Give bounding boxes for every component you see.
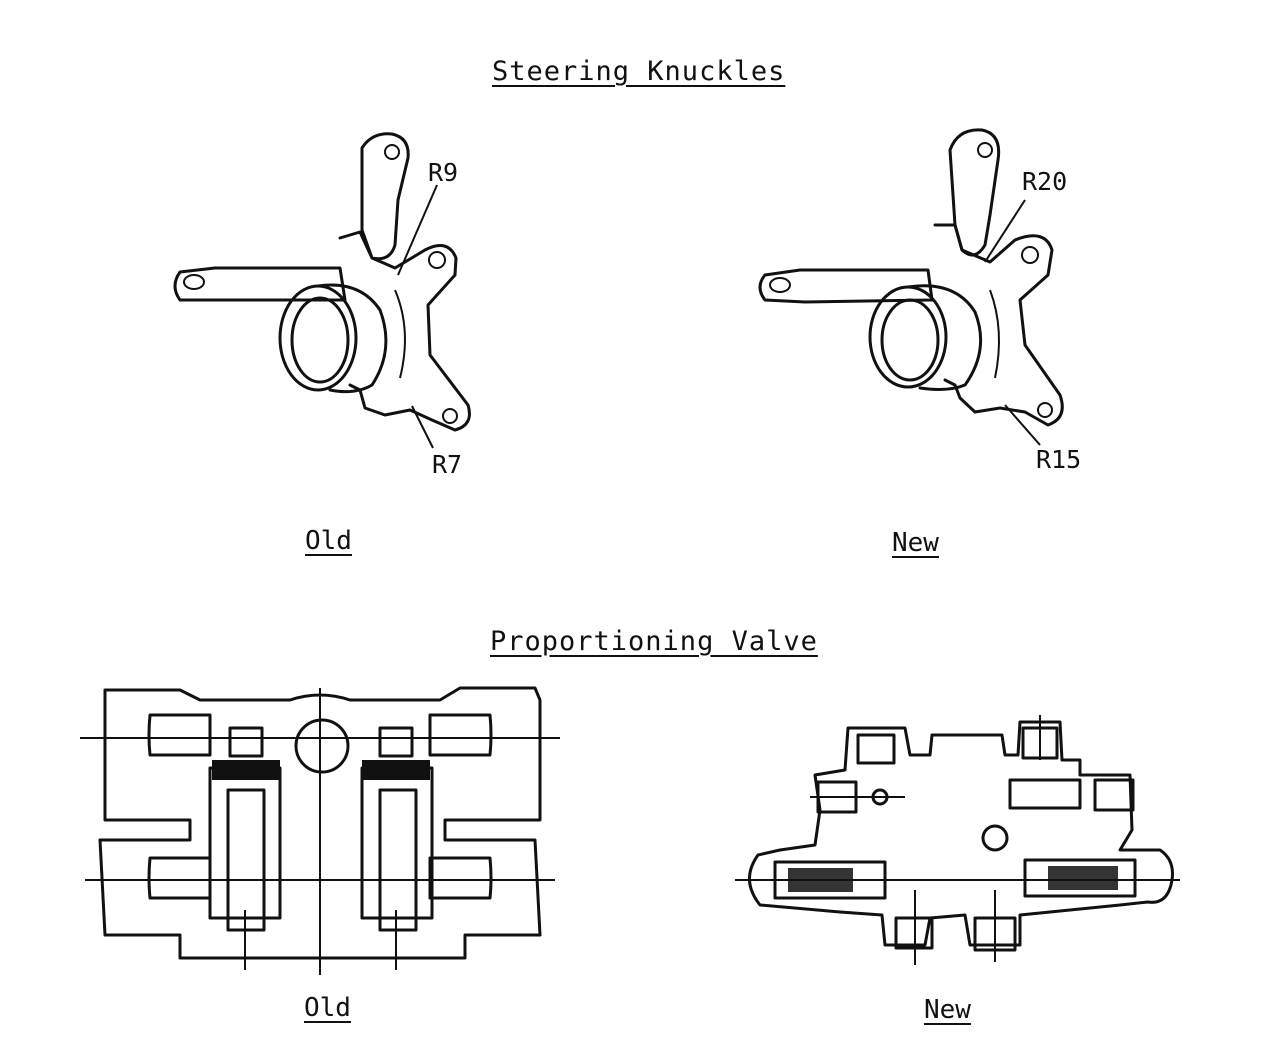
old-knuckle-callout-r9: R9 <box>428 158 459 187</box>
old-valve-caption: Old <box>304 993 351 1023</box>
new-knuckle-callout-r20: R20 <box>1022 167 1068 196</box>
proportioning-valve-title: Proportioning Valve <box>490 626 818 657</box>
new-knuckle-caption: New <box>892 528 939 558</box>
old-knuckle-caption: Old <box>305 526 352 556</box>
new-valve-caption: New <box>924 995 971 1025</box>
old-knuckle-callout-r7: R7 <box>432 450 463 479</box>
steering-knuckles-title: Steering Knuckles <box>492 56 786 87</box>
new-knuckle-callout-r15: R15 <box>1036 445 1082 474</box>
